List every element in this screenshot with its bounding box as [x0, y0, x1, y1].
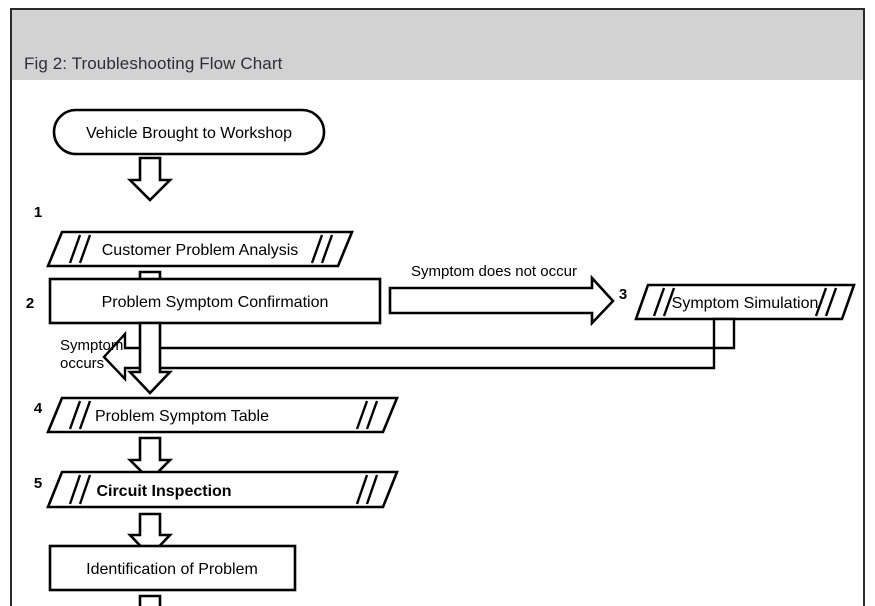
figure-frame: Fig 2: Troubleshooting Flow Chart Vehicl… — [10, 8, 865, 606]
node-circuit-inspection: 5 Circuit Inspection — [34, 470, 399, 509]
edge-label-symptom-occurs-line2: occurs — [60, 355, 104, 372]
step-number-5: 5 — [34, 475, 42, 492]
slash-left-inner — [78, 400, 92, 430]
slash-right-inner — [814, 287, 828, 317]
node-problem-symptom-confirmation-label: Problem Symptom Confirmation — [102, 294, 329, 311]
slash-right-inner — [355, 400, 369, 430]
down-arrow-icon — [126, 436, 174, 482]
loop-arrow-icon — [102, 317, 736, 382]
slash-right-outer — [824, 287, 838, 317]
node-circuit-inspection-label: Circuit Inspection — [96, 483, 231, 500]
step-number-2: 2 — [26, 295, 34, 312]
document-shape — [46, 230, 354, 268]
document-shape — [46, 470, 399, 509]
node-symptom-simulation: 3 Symptom Simulation — [619, 283, 856, 321]
slash-left-outer — [68, 234, 82, 264]
slash-left-inner — [662, 287, 676, 317]
right-arrow-icon — [388, 274, 615, 327]
step-number-3: 3 — [619, 286, 627, 303]
node-problem-symptom-confirmation: 2 Problem Symptom Confirmation — [26, 277, 382, 325]
down-arrow-icon — [138, 594, 162, 606]
slash-right-outer — [365, 400, 379, 430]
arrow-identification-to-next-clipped — [138, 594, 162, 606]
node-customer-problem-analysis-label: Customer Problem Analysis — [102, 242, 299, 259]
down-arrow-icon — [126, 156, 174, 202]
edge-label-symptom-does-not-occur: Symptom does not occur — [411, 263, 577, 280]
node-problem-symptom-table: 4 Problem Symptom Table — [34, 396, 399, 434]
slash-right-outer — [320, 234, 334, 264]
arrow-step2-to-step4 — [126, 321, 174, 395]
process-rectangle — [48, 277, 382, 325]
slash-right-inner — [310, 234, 324, 264]
node-start: Vehicle Brought to Workshop — [52, 108, 326, 156]
slash-left-outer — [652, 287, 666, 317]
node-symptom-simulation-label: Symptom Simulation — [672, 295, 819, 312]
arrow-start-to-step1 — [126, 156, 174, 202]
document-shape — [46, 396, 399, 434]
down-arrow-icon — [126, 321, 174, 395]
node-customer-problem-analysis: 1 Customer Problem Analysis — [34, 204, 354, 268]
arrow-step2-to-step3 — [388, 274, 615, 327]
slash-right-outer — [365, 474, 379, 505]
feedback-loop-connector — [102, 317, 736, 382]
slash-right-inner — [355, 474, 369, 505]
edge-label-symptom-occurs: Symptom occurs — [60, 337, 123, 372]
figure-caption-bar — [12, 10, 863, 80]
node-start-label: Vehicle Brought to Workshop — [86, 125, 292, 142]
slash-left-outer — [68, 474, 82, 505]
step-number-1: 1 — [34, 204, 42, 221]
document-shape — [634, 283, 856, 321]
process-rectangle — [48, 544, 297, 592]
edge-label-symptom-occurs-line1: Symptom — [60, 337, 123, 354]
figure-caption: Fig 2: Troubleshooting Flow Chart — [24, 54, 283, 73]
slash-left-inner — [78, 474, 92, 505]
node-identification-of-problem: Identification of Problem — [48, 544, 297, 592]
node-problem-symptom-table-label: Problem Symptom Table — [95, 408, 269, 425]
start-terminal-shape — [52, 108, 326, 156]
arrow-step4-to-step5 — [126, 436, 174, 482]
flowchart-canvas: Vehicle Brought to Workshop 1 Customer P… — [26, 108, 856, 606]
step-number-4: 4 — [34, 400, 43, 417]
node-identification-of-problem-label: Identification of Problem — [86, 561, 258, 578]
slash-left-inner — [78, 234, 92, 264]
slash-left-outer — [68, 400, 82, 430]
